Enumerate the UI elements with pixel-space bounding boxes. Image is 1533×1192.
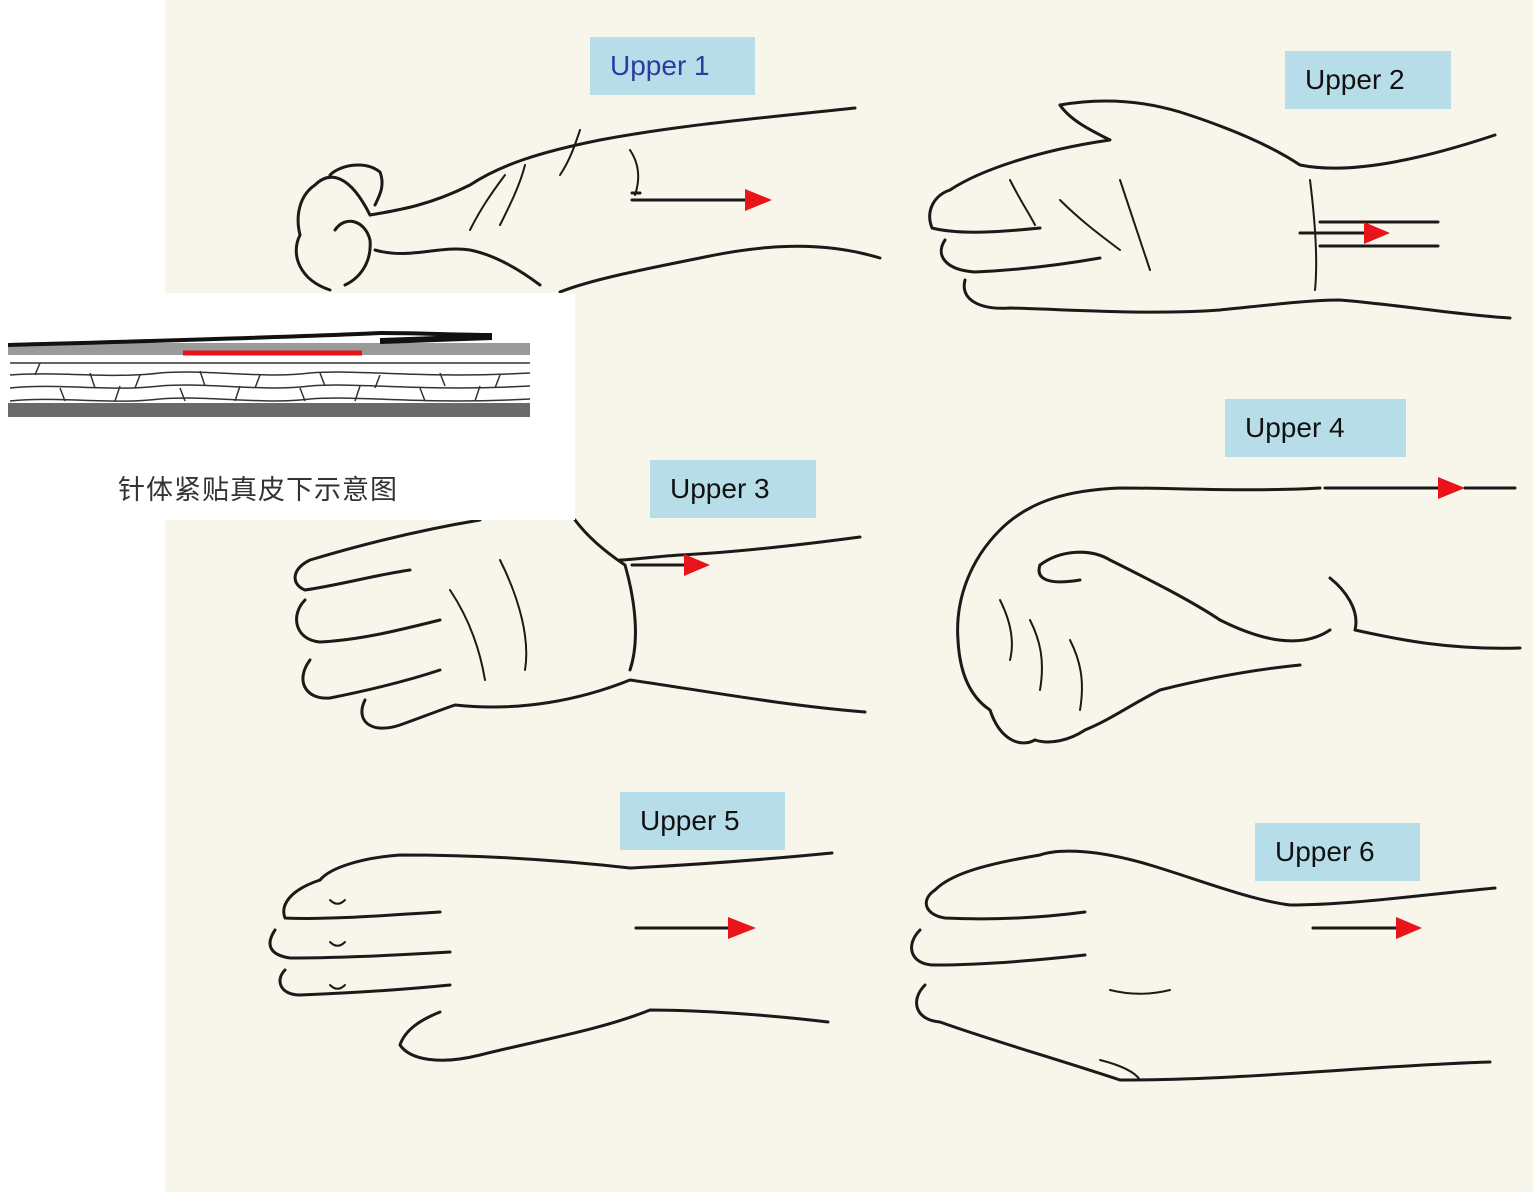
skin-cross-section-inset: 针体紧贴真皮下示意图	[0, 293, 575, 520]
label-upper-1: Upper 1	[590, 37, 755, 95]
arrow-upper-1	[632, 189, 772, 211]
arrow-upper-4	[1325, 477, 1515, 499]
arrow-upper-5	[636, 917, 756, 939]
skin-layers-drawing	[0, 293, 575, 453]
inset-caption: 针体紧贴真皮下示意图	[118, 468, 398, 507]
arrow-upper-6	[1313, 917, 1422, 939]
arrow-upper-2	[1300, 222, 1390, 244]
label-upper-3: Upper 3	[650, 460, 816, 518]
arrow-upper-3	[632, 554, 710, 576]
label-upper-6: Upper 6	[1255, 823, 1420, 881]
label-upper-4: Upper 4	[1225, 399, 1406, 457]
label-upper-2: Upper 2	[1285, 51, 1451, 109]
label-upper-5: Upper 5	[620, 792, 785, 850]
